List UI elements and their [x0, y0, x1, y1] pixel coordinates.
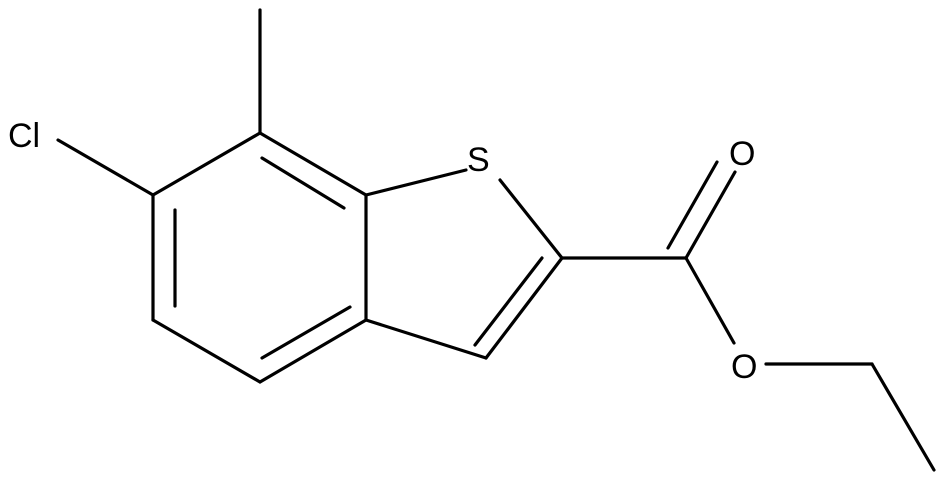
bond-layer	[56, 8, 936, 472]
bond-ccarbonyl-oester	[684, 256, 736, 345]
atom-label-o-ester: O	[731, 348, 757, 386]
bond-c7a-c7	[258, 131, 368, 197]
bond-ch2-ch3	[870, 362, 936, 472]
bond-carbonyl-a	[684, 170, 737, 260]
bond-c7a-c7-inner	[260, 156, 346, 210]
atom-label-cl: Cl	[8, 117, 40, 155]
bond-cl-c6	[56, 138, 155, 197]
bond-c7-c6	[151, 131, 262, 197]
bond-c7a-s	[364, 168, 468, 197]
bond-c5-c4	[151, 318, 262, 384]
bond-carbonyl-b	[666, 160, 719, 250]
atom-label-s: S	[467, 141, 490, 179]
label-layer: Cl S O O	[8, 117, 757, 386]
bond-c2-c3-inner	[473, 256, 544, 347]
bond-c2-c3	[484, 256, 564, 360]
atom-label-o-carbonyl: O	[729, 135, 755, 173]
bond-s-c2	[498, 178, 564, 260]
bond-c4-c3a-inner	[260, 305, 352, 360]
bond-c4-c3a	[258, 318, 368, 384]
bond-c3-c3a	[364, 318, 488, 360]
